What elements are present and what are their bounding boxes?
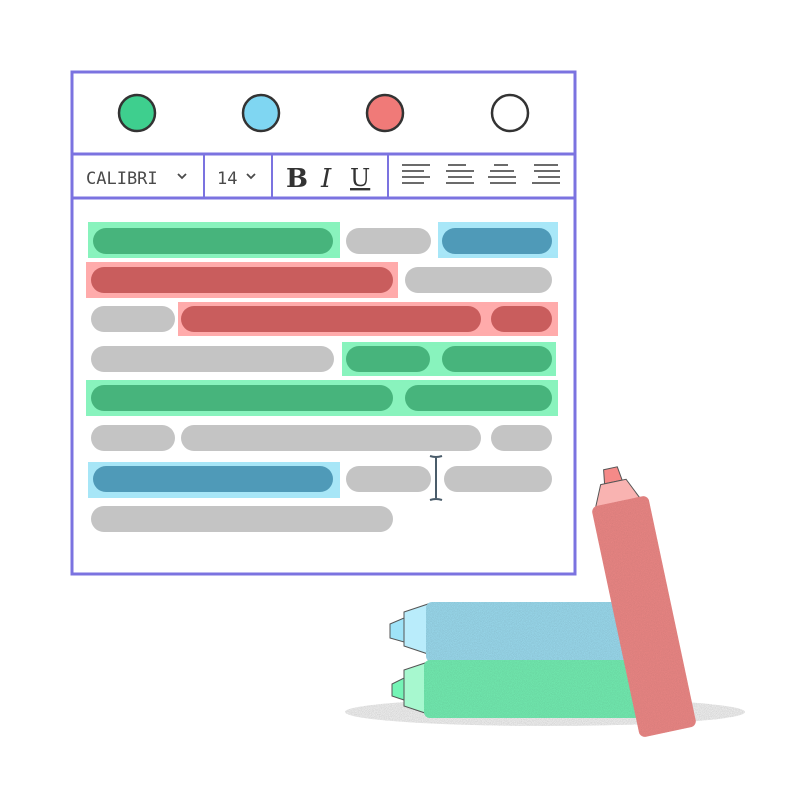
text-line (181, 425, 481, 451)
text-line (91, 346, 334, 372)
bold-button[interactable]: B (286, 164, 308, 194)
marker-body-shade (426, 602, 652, 662)
align-justify-icon[interactable] (488, 164, 516, 184)
marker-tip (389, 617, 405, 643)
font-name-label: CALIBRI (86, 169, 158, 189)
text-line (91, 506, 393, 532)
marker-body-shade (424, 660, 664, 718)
marker-body-shade (592, 496, 696, 737)
marker-tip (391, 677, 405, 701)
chevron-down-icon (246, 173, 256, 180)
text-line (405, 267, 552, 293)
formatting-toolbar: CALIBRI 14 B I U (86, 164, 560, 194)
text-line (405, 385, 552, 411)
text-line (491, 306, 552, 332)
text-cursor-icon (429, 455, 443, 501)
document-body[interactable] (86, 222, 558, 532)
align-center-icon[interactable] (446, 164, 474, 184)
text-line (93, 228, 333, 254)
font-name-dropdown[interactable]: CALIBRI (86, 169, 187, 189)
font-size-label: 14 (217, 169, 237, 189)
color-dot-red[interactable] (365, 93, 405, 133)
chevron-down-icon (177, 173, 187, 180)
color-dot-blue[interactable] (241, 93, 281, 133)
text-line (442, 346, 552, 372)
font-size-dropdown[interactable]: 14 (217, 169, 256, 189)
text-line (442, 228, 552, 254)
color-dot-green[interactable] (117, 93, 157, 133)
text-line (346, 346, 430, 372)
text-line (346, 228, 431, 254)
align-right-icon[interactable] (532, 164, 560, 184)
text-line (444, 466, 552, 492)
green-marker (391, 660, 664, 718)
text-line (491, 425, 552, 451)
text-lines (91, 228, 552, 532)
color-palette (117, 93, 530, 133)
text-line (91, 385, 393, 411)
marker-nib (403, 603, 429, 655)
text-line (91, 306, 175, 332)
text-line (181, 306, 481, 332)
red-marker (592, 466, 696, 737)
text-line (91, 425, 175, 451)
italic-button[interactable]: I (320, 164, 332, 194)
text-line (346, 466, 431, 492)
text-line (93, 466, 333, 492)
color-dot-empty[interactable] (490, 93, 530, 133)
text-line (91, 267, 393, 293)
align-left-icon[interactable] (402, 164, 430, 184)
blue-marker (389, 602, 652, 662)
highlighter-markers (345, 466, 745, 737)
underline-button[interactable]: U (350, 164, 370, 192)
